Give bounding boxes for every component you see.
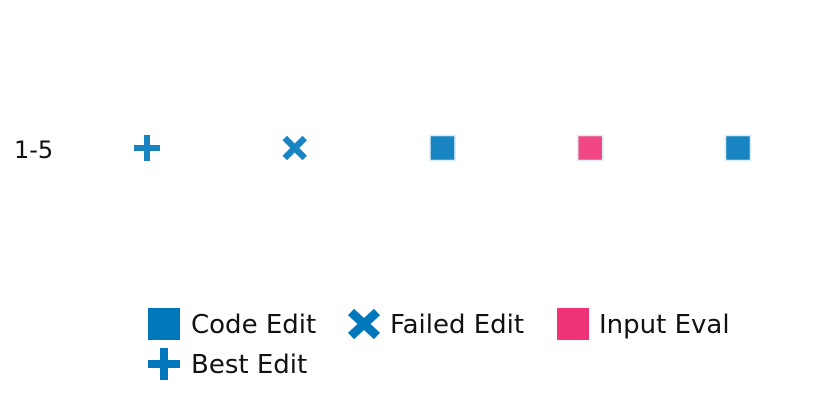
point-best-edit-step-1 <box>134 135 160 161</box>
legend-label-best-edit: Best Edit <box>191 350 307 380</box>
row-label-1-5: 1-5 <box>14 136 53 164</box>
plot-area: 1-5 <box>14 134 752 164</box>
legend-item-input-eval: Input Eval <box>557 308 730 340</box>
chart-marks <box>134 134 752 162</box>
legend: Code Edit Failed Edit Input Eval Best Ed… <box>148 308 730 380</box>
legend-square-marker-pink <box>557 308 589 340</box>
legend-item-best-edit: Best Edit <box>148 348 307 380</box>
point-failed-edit-step-2 <box>282 135 308 161</box>
legend-plus-marker <box>148 348 180 380</box>
point-input-eval-step-4 <box>577 134 604 162</box>
legend-square-marker <box>148 308 180 340</box>
point-code-edit-step-5 <box>724 134 752 162</box>
legend-item-code-edit: Code Edit <box>148 308 316 340</box>
legend-label-failed-edit: Failed Edit <box>390 310 524 340</box>
legend-item-failed-edit: Failed Edit <box>347 308 524 340</box>
legend-x-marker <box>347 308 381 340</box>
legend-label-input-eval: Input Eval <box>599 310 730 340</box>
legend-label-code-edit: Code Edit <box>191 310 316 340</box>
point-code-edit-step-3 <box>429 134 456 162</box>
